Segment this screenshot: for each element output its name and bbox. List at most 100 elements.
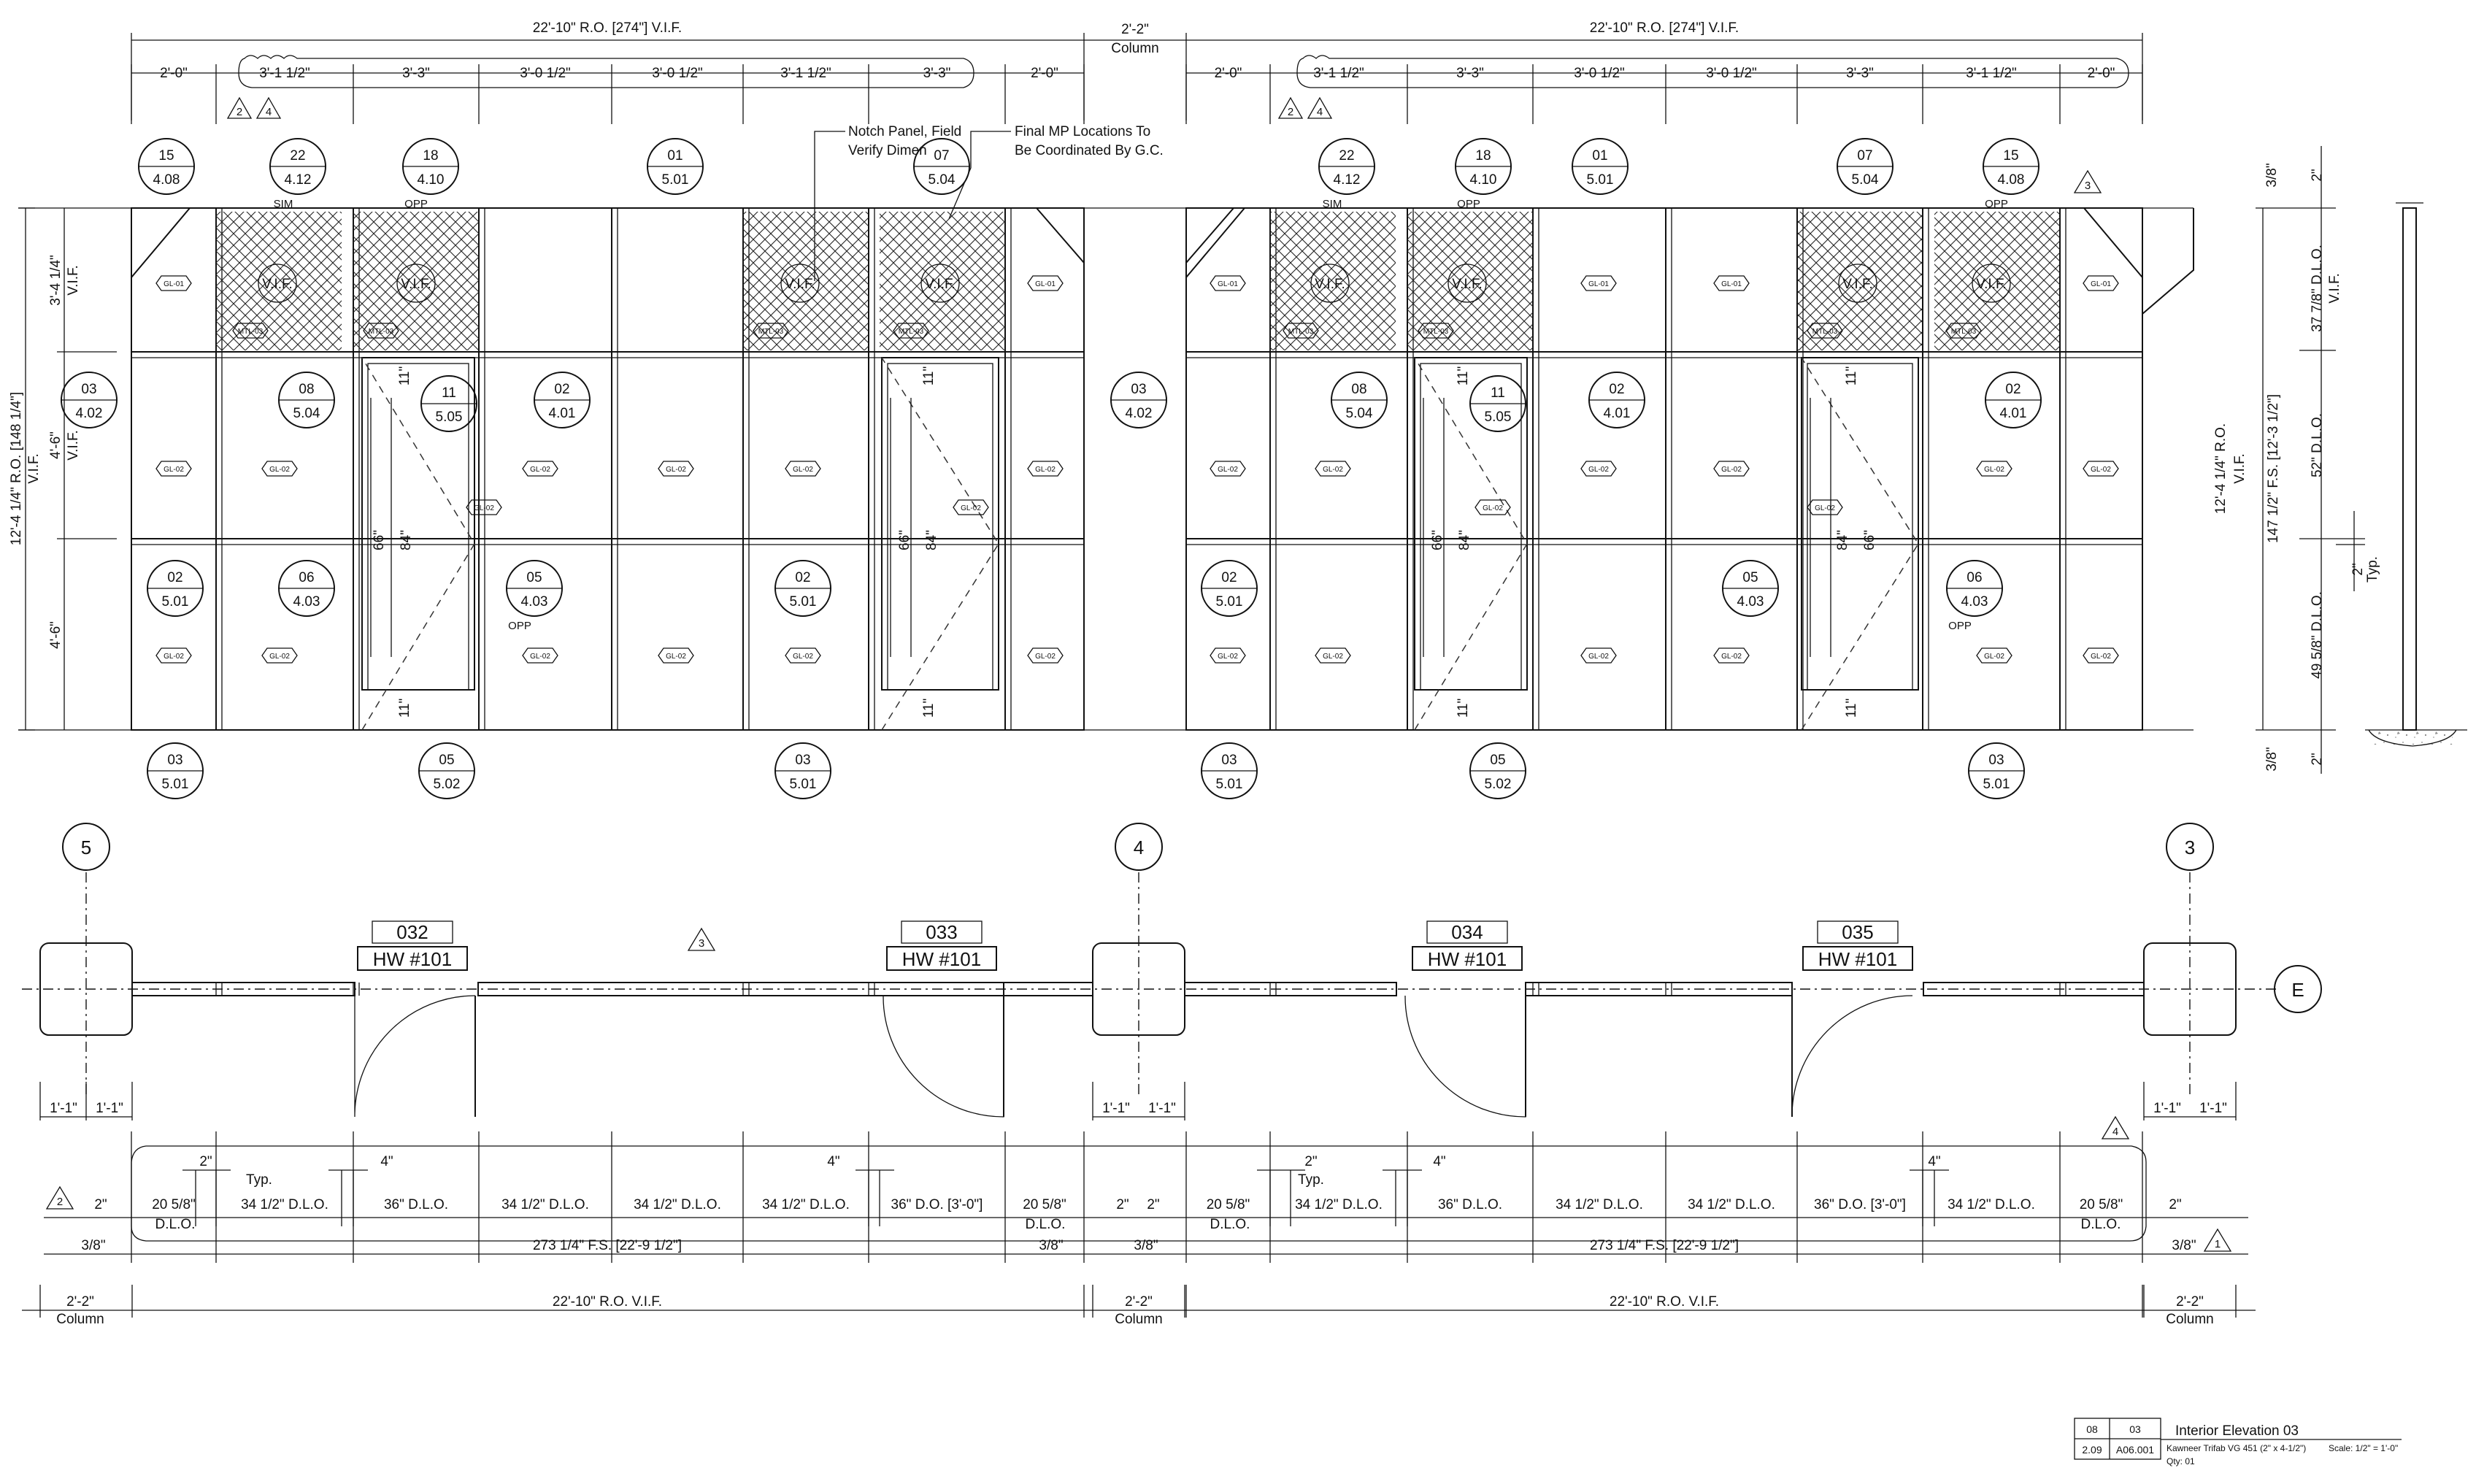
revision-3-label: 3 (2085, 180, 2091, 192)
end-2in: 2" (1147, 1197, 1159, 1212)
hardware-set: HW #101 (902, 948, 981, 970)
detail-callout[interactable]: 024.01 (1985, 372, 2042, 428)
callout-number: 01 (667, 148, 683, 164)
plan-segment-dim: 36" D.L.O. (384, 1197, 448, 1212)
col-half-dim: 1'-1" (50, 1101, 77, 1116)
fs-3-8: 3/8" (1134, 1238, 1158, 1253)
detail-callout[interactable]: 035.01 (147, 742, 204, 799)
callout-sheet: 4.10 (1470, 172, 1497, 188)
detail-callout[interactable]: 015.01 (1572, 138, 1629, 195)
segment-dim: 2'-0" (1031, 66, 1058, 81)
left-top-dim: 3'-4 1/4" (48, 255, 64, 306)
left-mid-dim: 4'-6" (48, 431, 64, 459)
detail-callout[interactable]: 034.02 (1110, 372, 1167, 428)
detail-callout[interactable]: 115.05 (420, 375, 477, 432)
plan-segment-dim: 34 1/2" D.L.O. (1688, 1197, 1775, 1212)
material-tag-label: GL-01 (1588, 280, 1609, 288)
detail-callout[interactable]: 054.03 (1722, 560, 1779, 617)
door-clearance-dim: 11" (1844, 699, 1859, 718)
callout-sheet: 5.01 (1587, 172, 1614, 188)
revision-delta (45, 1185, 74, 1210)
section-2in-typ: 2" (2350, 563, 2366, 575)
door-height-dim: 66" (372, 530, 387, 550)
section-dlo1-vif: V.I.F. (2327, 273, 2342, 304)
detail-callout[interactable]: 075.04 (1837, 138, 1893, 195)
detail-callout[interactable]: 034.02 (61, 372, 118, 428)
plan-segment-dim: 34 1/2" D.L.O. (1556, 1197, 1643, 1212)
material-tag-label: GL-02 (1815, 504, 1835, 512)
callout-sheet: 5.01 (790, 777, 817, 792)
callout-number: 03 (1131, 382, 1146, 397)
detail-callout[interactable]: 055.02 (418, 742, 475, 799)
vif-bubble (1972, 264, 2011, 303)
metal-panel (1934, 212, 2060, 350)
material-tag (1027, 647, 1064, 664)
detail-callout[interactable]: 025.01 (774, 560, 831, 617)
detail-callout[interactable]: 025.01 (147, 560, 204, 617)
detail-callout[interactable]: 025.01 (1201, 560, 1258, 617)
detail-callout[interactable]: 055.02 (1469, 742, 1526, 799)
detail-callout[interactable]: 015.01 (647, 138, 704, 195)
revision-2-label: 2 (237, 106, 242, 118)
detail-callout[interactable]: 024.01 (1588, 372, 1645, 428)
detail-callout[interactable]: 035.01 (1201, 742, 1258, 799)
detail-callout[interactable]: 115.05 (1469, 375, 1526, 432)
detail-callout[interactable]: 075.04 (913, 138, 970, 195)
callout-number: 02 (1609, 382, 1624, 397)
detail-callout[interactable]: 154.08 (138, 138, 195, 195)
detail-callout[interactable]: 085.04 (1331, 372, 1388, 428)
callout-number: 06 (1966, 570, 1982, 585)
fs-dim-left: 273 1/4" F.S. [22'-9 1/2"] (533, 1238, 682, 1253)
revision-4-label: 4 (2112, 1126, 2118, 1138)
segment-dim: 3'-0 1/2" (652, 66, 703, 81)
callout-sheet: 4.03 (521, 594, 548, 610)
revision-3-label: 3 (699, 937, 704, 950)
tb-cell-drawing: A06.001 (2116, 1444, 2154, 1456)
detail-callout[interactable]: 035.01 (1968, 742, 2025, 799)
door-clearance-dim: 11" (1844, 366, 1859, 385)
callout-number: 22 (1339, 148, 1354, 164)
plan-segment-dim: 34 1/2" D.L.O. (762, 1197, 850, 1212)
section-fs: 147 1/2" F.S. [12'-3 1/2"] (2266, 394, 2281, 543)
segment-dim: 3'-1 1/2" (1966, 66, 2017, 81)
detail-callout[interactable]: 064.03 (278, 560, 335, 617)
mullion-4in: 4" (1928, 1154, 1940, 1169)
revision-delta (1277, 96, 1304, 119)
material-tag (1580, 275, 1617, 291)
revision-2-label: 2 (57, 1196, 63, 1208)
callout-sheet: 4.12 (1334, 172, 1361, 188)
vif-label: V.I.F. (401, 277, 431, 292)
callout-sheet: 5.01 (1216, 594, 1243, 610)
detail-callout[interactable]: 035.01 (774, 742, 831, 799)
left-top-vif: V.I.F. (66, 265, 81, 296)
callout-sheet: 4.02 (76, 406, 103, 421)
grid-bubble-3 (2166, 823, 2214, 871)
door-clearance-dim: 11" (1456, 366, 1471, 385)
callout-sheet: 4.01 (549, 406, 576, 421)
callout-sheet: 4.02 (1126, 406, 1153, 421)
door-number: 035 (1842, 921, 1873, 943)
section-dlo2: 52" D.L.O. (2310, 413, 2325, 477)
callout-sheet: 4.08 (153, 172, 180, 188)
material-tag (363, 323, 399, 339)
vif-bubble (258, 264, 297, 303)
material-tag (1807, 499, 1843, 515)
detail-callout[interactable]: 085.04 (278, 372, 335, 428)
callout-sheet: 5.04 (293, 406, 320, 421)
vif-bubble (1310, 264, 1350, 303)
section-dlo1: 37 7/8" D.L.O. (2310, 245, 2325, 332)
detail-callout[interactable]: 024.01 (534, 372, 591, 428)
material-tag-label: GL-02 (1483, 504, 1503, 512)
